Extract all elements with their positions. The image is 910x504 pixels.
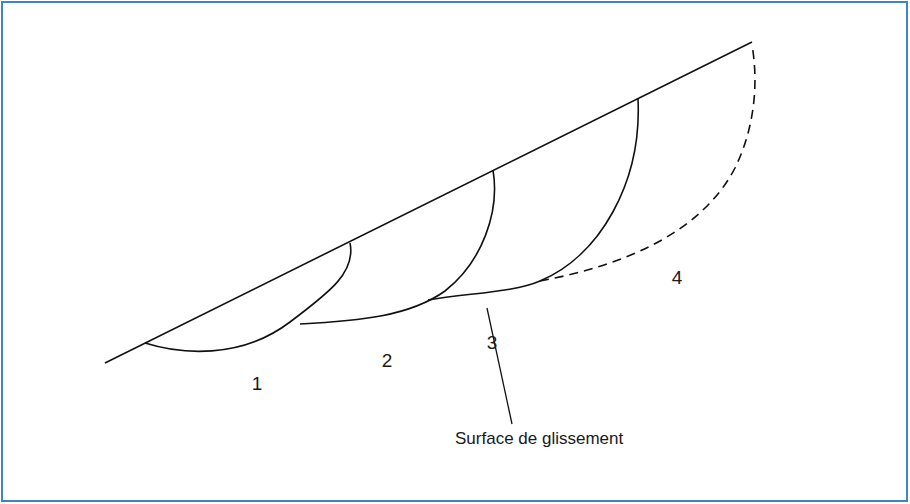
potential-slip-surface [540, 45, 755, 281]
slip-surface [145, 243, 351, 351]
callout-number: 1 [252, 374, 263, 395]
callout-number: 4 [672, 268, 683, 289]
leader-line [487, 308, 512, 424]
slip-surface-label: Surface de glissement [455, 430, 623, 449]
ground-surface [105, 42, 752, 363]
slip-surface [300, 170, 494, 324]
slip-surface [428, 99, 638, 300]
callout-number: 3 [487, 333, 498, 354]
callout-number: 2 [382, 351, 393, 372]
